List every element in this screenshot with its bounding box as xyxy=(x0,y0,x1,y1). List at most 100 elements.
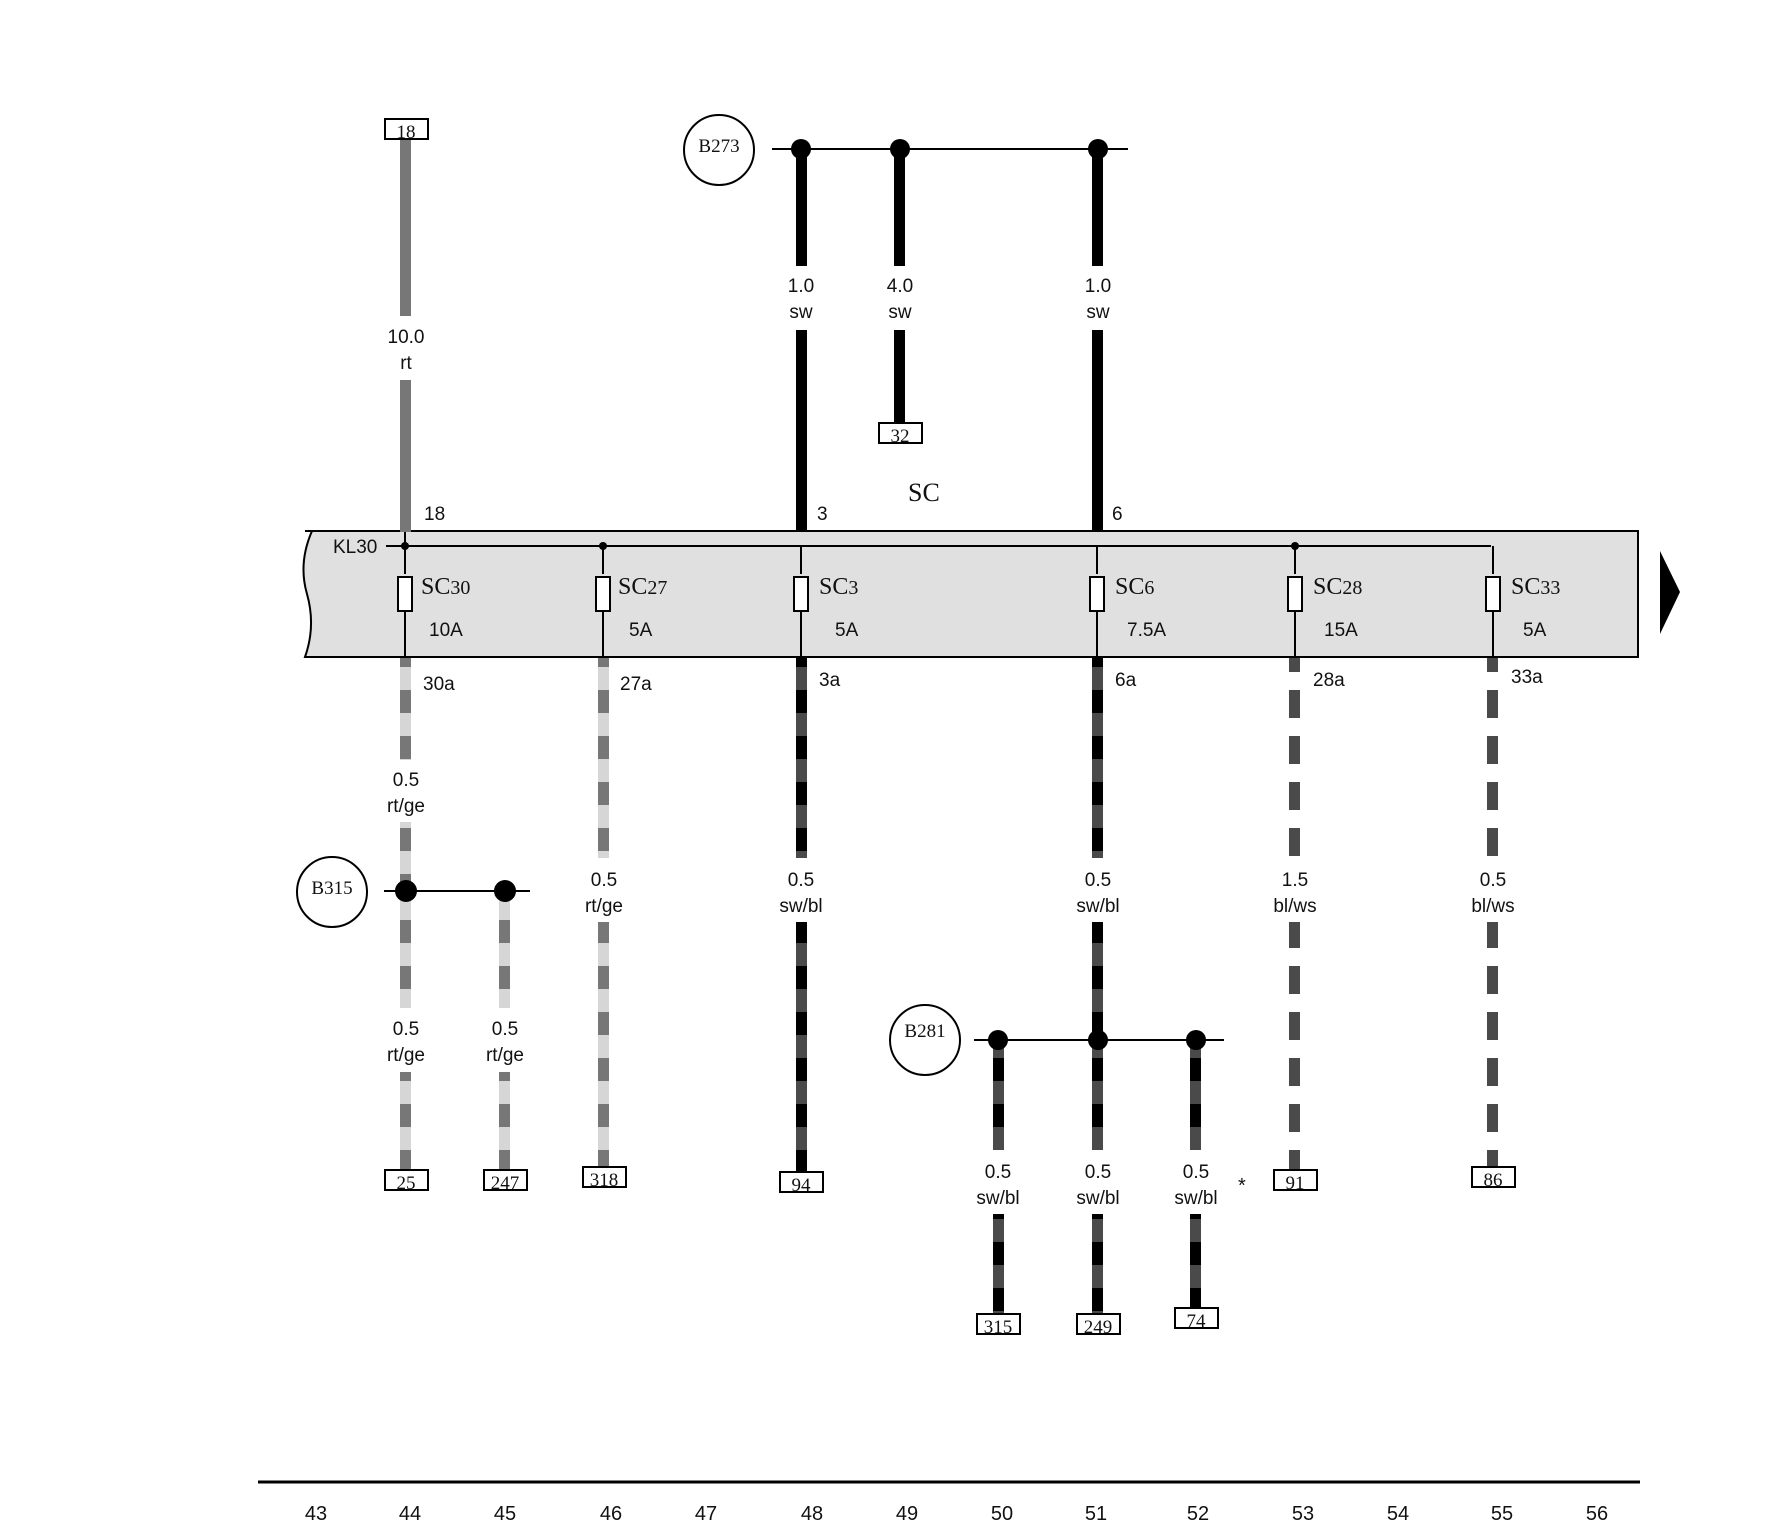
splice-circle xyxy=(683,114,755,186)
ref-box-86: 86 xyxy=(1471,1166,1516,1191)
note-asterisk: * xyxy=(1238,1175,1246,1197)
svg-text:249: 249 xyxy=(1084,1317,1113,1338)
wire-size: 0.5 xyxy=(1085,870,1111,891)
fuse-output-terminal: 6a xyxy=(1115,670,1137,691)
grid-number: 54 xyxy=(1387,1503,1409,1525)
wire-color: bl/ws xyxy=(1273,896,1316,917)
svg-text:94: 94 xyxy=(792,1175,812,1196)
wire-1-sw-sc6 xyxy=(1092,150,1103,531)
grid-number: 45 xyxy=(494,1503,516,1525)
ref-box-25: 25 xyxy=(384,1169,429,1194)
wire-b281-middle xyxy=(1092,1038,1103,1314)
wire-sc3-out xyxy=(796,658,807,1174)
wire-size: 0.5 xyxy=(1085,1162,1111,1183)
splice-b315: B315 xyxy=(296,856,530,928)
wire-color: sw xyxy=(1086,302,1110,323)
fuse-name: SC3 xyxy=(819,574,858,600)
grid-number: 56 xyxy=(1586,1503,1608,1525)
svg-text:32: 32 xyxy=(891,426,910,447)
grid-number: 43 xyxy=(305,1503,327,1525)
fuse-output-terminal: 33a xyxy=(1511,667,1543,688)
wire-color: rt/ge xyxy=(486,1045,524,1066)
svg-text:18: 18 xyxy=(397,122,416,143)
splice-label: B281 xyxy=(904,1021,945,1042)
ref-box-32: 32 xyxy=(878,422,923,447)
splice-node xyxy=(1186,1030,1206,1050)
wire-4-sw-ref32 xyxy=(894,150,905,423)
wire-color: sw xyxy=(789,302,813,323)
svg-text:74: 74 xyxy=(1187,1311,1207,1332)
wire-color: sw/bl xyxy=(1076,1188,1119,1209)
wire-sc6-out xyxy=(1092,658,1103,1038)
wire-10-rt xyxy=(400,140,411,546)
ref-box-318: 318 xyxy=(582,1166,627,1191)
splice-node xyxy=(890,139,910,159)
wire-size: 0.5 xyxy=(985,1162,1011,1183)
fuse-symbol xyxy=(397,576,413,612)
kl30-label: KL30 xyxy=(333,537,377,558)
ref-box-91: 91 xyxy=(1273,1169,1318,1194)
ref-box-74: 74 xyxy=(1174,1307,1219,1332)
fuse-symbol xyxy=(595,576,611,612)
svg-text:315: 315 xyxy=(984,1317,1013,1338)
splice-node xyxy=(988,1030,1008,1050)
grid-number: 47 xyxy=(695,1503,717,1525)
fuse-box-body xyxy=(302,530,1639,658)
fuse-output-terminal: 28a xyxy=(1313,670,1345,691)
grid-number: 53 xyxy=(1292,1503,1314,1525)
splice-b273: B273 xyxy=(683,114,1128,186)
wire-1-sw-sc3 xyxy=(796,150,807,531)
wire-size: 0.5 xyxy=(1480,870,1506,891)
splice-label: B273 xyxy=(698,136,739,157)
wire-size: 0.5 xyxy=(1183,1162,1209,1183)
fuse-symbol xyxy=(793,576,809,612)
wire-b281-left xyxy=(993,1038,1004,1314)
grid-number: 46 xyxy=(600,1503,622,1525)
wire-b315-branch xyxy=(499,898,510,1172)
ref-box-249: 249 xyxy=(1076,1313,1121,1338)
fuse-sc6: SC6 7.5A 6a xyxy=(1089,546,1166,691)
wire-size: 10.0 xyxy=(388,327,425,348)
fuse-symbol xyxy=(1287,576,1303,612)
fuse-rating: 5A xyxy=(629,620,653,641)
fuse-sc33: SC33 5A 33a xyxy=(1485,546,1560,688)
svg-text:318: 318 xyxy=(590,1170,619,1191)
splice-node xyxy=(494,880,516,902)
fuse-sc28: SC28 15A 28a xyxy=(1287,542,1362,691)
ref-box-315: 315 xyxy=(976,1313,1021,1338)
wire-color: sw/bl xyxy=(1076,896,1119,917)
wire-color: rt xyxy=(400,353,412,374)
fuse-name: SC30 xyxy=(421,574,470,600)
input-terminal-kl30: 18 xyxy=(424,504,445,525)
fuse-name: SC28 xyxy=(1313,574,1362,600)
ref-box-247: 247 xyxy=(483,1169,528,1194)
fuse-box: KL30 xyxy=(302,530,1680,658)
ref-box-94: 94 xyxy=(779,1171,824,1196)
fuse-rating: 5A xyxy=(835,620,859,641)
fuse-name: SC33 xyxy=(1511,574,1560,600)
fuse-rating: 7.5A xyxy=(1127,620,1166,641)
grid-number: 52 xyxy=(1187,1503,1209,1525)
wire-size: 1.5 xyxy=(1282,870,1308,891)
fuse-sc3: SC3 5A 3a xyxy=(793,546,859,691)
wire-size: 4.0 xyxy=(887,276,913,297)
fuse-name: SC6 xyxy=(1115,574,1154,600)
wire-size: 0.5 xyxy=(492,1019,518,1040)
splice-node xyxy=(395,880,417,902)
svg-text:91: 91 xyxy=(1286,1173,1305,1194)
ref-box-18: 18 xyxy=(384,118,429,143)
wire-color: sw/bl xyxy=(1174,1188,1217,1209)
svg-text:247: 247 xyxy=(491,1173,520,1194)
input-terminal-sc3: 3 xyxy=(817,504,828,525)
fuse-name: SC27 xyxy=(618,574,667,600)
fuse-rating: 15A xyxy=(1324,620,1358,641)
wire-color: bl/ws xyxy=(1471,896,1514,917)
grid-number: 55 xyxy=(1491,1503,1513,1525)
splice-node xyxy=(791,139,811,159)
wire-color: sw/bl xyxy=(976,1188,1019,1209)
wire-color: rt/ge xyxy=(387,1045,425,1066)
fuse-output-terminal: 3a xyxy=(819,670,841,691)
fuse-sc27: SC27 5A 27a xyxy=(595,542,667,695)
wire-sc27-out xyxy=(598,658,609,1170)
